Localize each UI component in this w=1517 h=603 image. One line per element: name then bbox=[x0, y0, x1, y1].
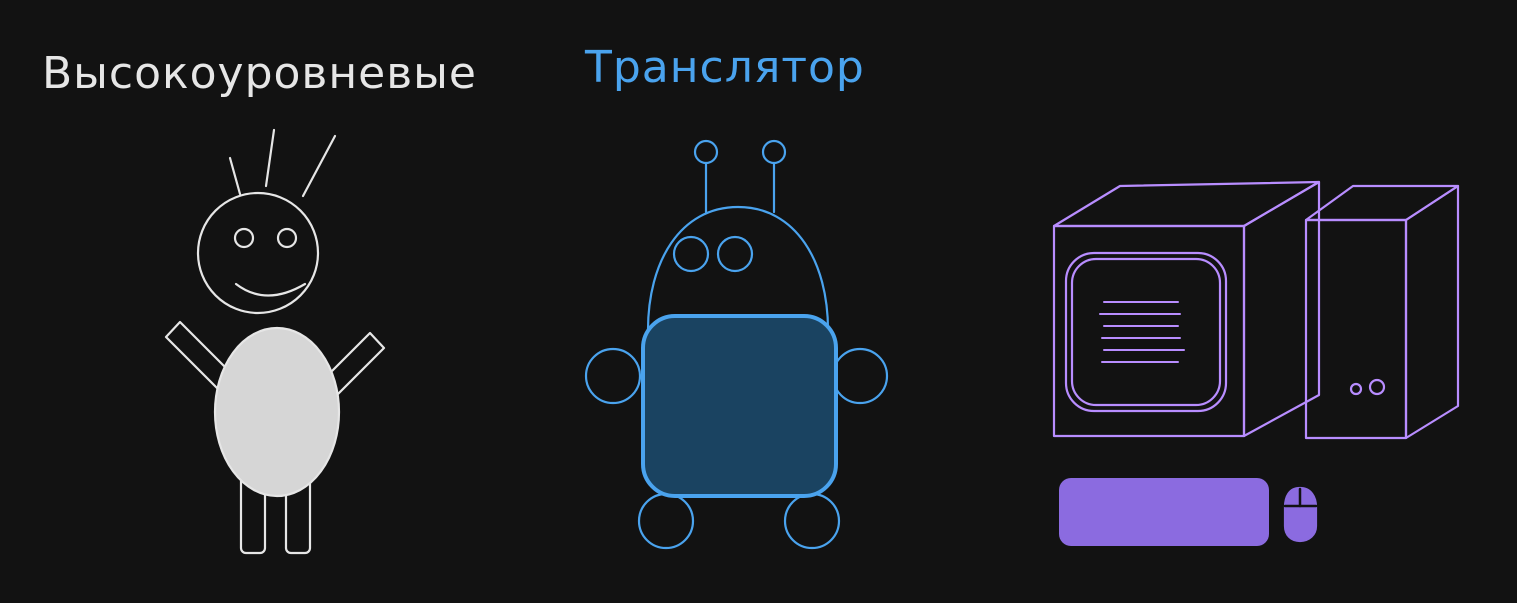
hair-strand bbox=[228, 156, 242, 196]
robot-right-wheel bbox=[783, 492, 841, 550]
human-label: Высокоуровневые bbox=[42, 48, 477, 99]
left-eye bbox=[233, 227, 255, 249]
monitor-screen-outer bbox=[1064, 251, 1228, 413]
screen-text-lines bbox=[1099, 301, 1185, 363]
stick-figure-icon bbox=[164, 128, 386, 555]
hair-strand bbox=[301, 134, 337, 198]
power-button bbox=[1368, 378, 1386, 396]
desktop-computer-icon bbox=[1052, 180, 1460, 546]
robot-icon bbox=[584, 139, 889, 550]
robot-left-wheel bbox=[637, 492, 695, 550]
translator-label: Транслятор bbox=[585, 42, 865, 93]
keyboard bbox=[1059, 478, 1269, 546]
mouse-icon bbox=[1283, 486, 1318, 543]
tower-front bbox=[1304, 218, 1408, 440]
monitor-side bbox=[1242, 180, 1321, 438]
robot-right-hand bbox=[831, 347, 889, 405]
tower-side bbox=[1404, 184, 1460, 440]
robot-left-hand bbox=[584, 347, 642, 405]
monitor-screen bbox=[1070, 257, 1222, 407]
antenna-left-ball bbox=[693, 139, 719, 165]
smile bbox=[234, 282, 307, 297]
tower-button bbox=[1349, 382, 1363, 396]
robot-body bbox=[641, 314, 838, 498]
monitor-top bbox=[1052, 180, 1321, 228]
mouse-body bbox=[1283, 486, 1318, 543]
head bbox=[196, 191, 320, 315]
hair-strand bbox=[264, 128, 276, 188]
robot-eye-left bbox=[672, 235, 710, 273]
antenna-right-ball bbox=[761, 139, 787, 165]
human-body bbox=[213, 326, 341, 498]
robot-eye-right bbox=[716, 235, 754, 273]
robot-head bbox=[646, 205, 830, 332]
right-eye bbox=[276, 227, 298, 249]
tower-top bbox=[1304, 184, 1460, 222]
